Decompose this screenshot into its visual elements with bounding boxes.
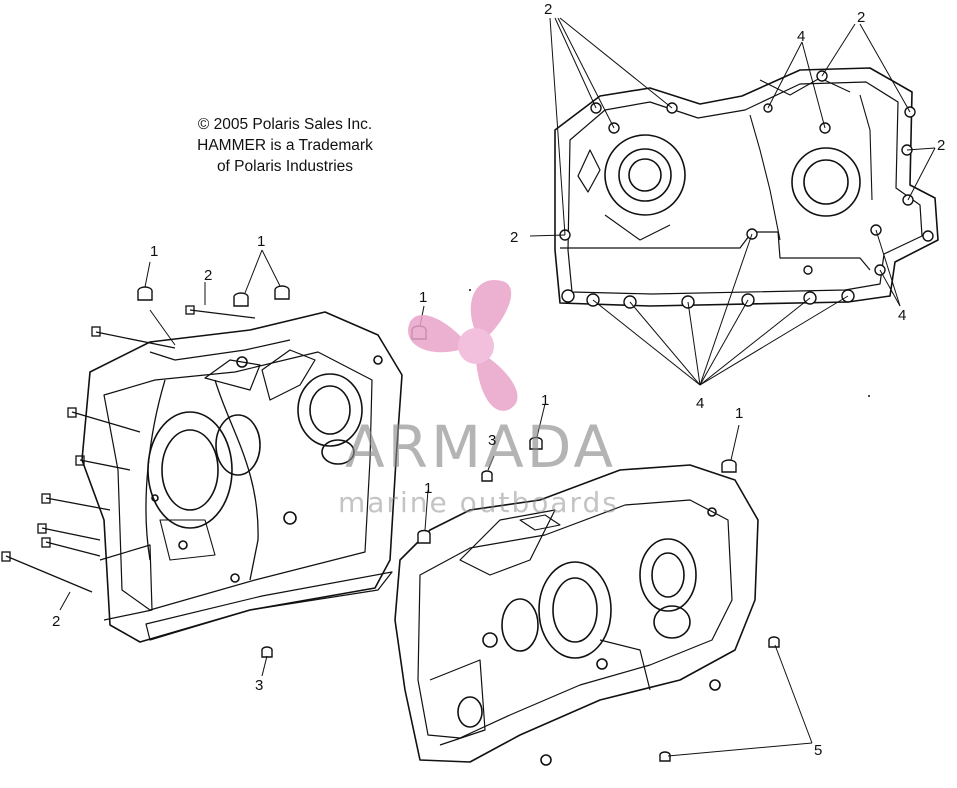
copyright-notice: © 2005 Polaris Sales Inc. HAMMER is a Tr… xyxy=(150,114,420,177)
stray-dots xyxy=(469,289,870,397)
propeller-hub xyxy=(458,328,494,364)
leader-lines xyxy=(59,17,936,757)
callout-3-bottom: 3 xyxy=(255,677,263,694)
callout-2-left: 2 xyxy=(52,613,60,630)
callout-2-ur-left: 2 xyxy=(510,229,518,246)
center-pins xyxy=(417,436,780,762)
callout-5: 5 xyxy=(814,742,822,759)
callout-2-ur-top-right: 2 xyxy=(857,9,865,26)
callout-4-ur-right: 4 xyxy=(898,307,906,324)
callout-1-mid: 1 xyxy=(419,289,427,306)
callout-1-left: 1 xyxy=(150,243,158,260)
upper-right-bolt-heads xyxy=(559,70,934,309)
tagline-text: marine outboards xyxy=(338,486,619,519)
callout-3-center: 3 xyxy=(488,432,496,449)
callout-4-ur-bottom: 4 xyxy=(696,395,704,412)
callout-4-ur-top: 4 xyxy=(797,28,805,45)
left-crankcase-half xyxy=(81,311,403,643)
callout-2-ur-right: 2 xyxy=(937,137,945,154)
callout-1-center: 1 xyxy=(541,392,549,409)
copyright-line-2: HAMMER is a Trademark xyxy=(197,137,373,154)
left-bolts xyxy=(1,305,256,593)
callout-1-center-left: 1 xyxy=(424,480,432,497)
propeller-blade-top xyxy=(470,279,512,338)
brand-text: ARMADA xyxy=(345,413,616,481)
callout-1-top: 1 xyxy=(257,233,265,250)
callout-2-top: 2 xyxy=(204,267,212,284)
callouts: 1 1 2 1 1 3 1 1 2 3 5 2 2 4 2 2 4 4 xyxy=(52,1,945,759)
right-crankcase-half xyxy=(394,464,759,766)
armada-logo: ARMADA marine outboards xyxy=(338,279,619,519)
propeller-blade-left xyxy=(408,314,466,353)
callout-2-ur-top-left: 2 xyxy=(544,1,552,18)
copyright-line-3: of Polaris Industries xyxy=(216,158,354,175)
copyright-line-1: © 2005 Polaris Sales Inc. xyxy=(197,116,373,133)
propeller-blade-right xyxy=(476,356,518,411)
callout-1-right: 1 xyxy=(735,405,743,422)
